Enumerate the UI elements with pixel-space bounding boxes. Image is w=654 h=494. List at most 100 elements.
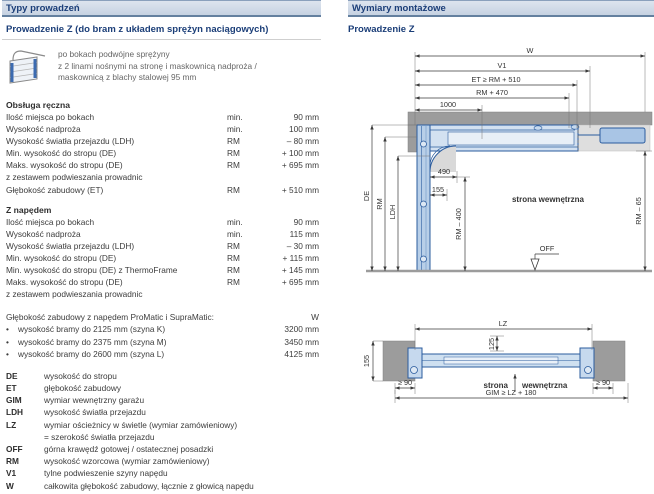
dim-lz-label: LZ xyxy=(499,319,508,328)
legend-key: OFF xyxy=(6,443,23,454)
dim-90-left-label: ≥ 90 xyxy=(398,378,412,387)
dim-155-label: 155 xyxy=(362,355,371,367)
depth-item-value: 3200 mm xyxy=(284,324,319,335)
dim-155-label: 155 xyxy=(432,185,444,194)
spec-qualifier: RM xyxy=(227,148,240,159)
spec-row: Głębokość zabudowy (ET)RM+ 510 mm xyxy=(2,184,321,196)
depth-item-value: 4125 mm xyxy=(284,348,319,359)
dim-125-label: 125 xyxy=(487,338,496,350)
spec-qualifier: RM xyxy=(227,160,240,171)
legend-desc: wymiar wewnętrzny garażu xyxy=(44,395,145,406)
plan-view-drawing: LZ 125 155 ≥ 90 ≥ 90 GIM ≥ LZ + 180 stro… xyxy=(362,319,629,403)
off-floor-symbol: OFF xyxy=(530,244,559,272)
door-panel xyxy=(416,124,431,272)
side-view-drawing: W V1 ET ≥ RM + 510 RM + 470 1000 490 155… xyxy=(362,46,653,273)
spec-qualifier: RM xyxy=(227,277,240,288)
legend-desc: wysokość światła przejazdu xyxy=(44,407,146,418)
spec-qualifier: min. xyxy=(227,112,243,122)
spec-label: Min. wysokość do stropu (DE) xyxy=(6,148,117,159)
legend-desc: wysokość wzorcowa (wymiar zamówieniowy) xyxy=(44,456,210,467)
intro-block: po bokach podwójne sprężyny z 2 linami n… xyxy=(6,47,321,92)
spec-label: Głębokość zabudowy (ET) xyxy=(6,184,104,195)
spec-qualifier: RM xyxy=(227,252,240,263)
legend-key: GIM xyxy=(6,395,22,406)
manual-section: Obsługa ręczna Ilość miejsca po bokach mi… xyxy=(2,100,321,196)
legend-desc: głębokość zabudowy xyxy=(44,382,122,393)
dim-rm470-label: RM + 470 xyxy=(476,88,508,97)
horizontal-track xyxy=(416,124,580,152)
intro-line: po bokach podwójne sprężyny xyxy=(58,49,170,59)
spec-label: z zestawem podwieszania prowadnic xyxy=(6,289,143,300)
legend-desc: = szerokość światła przejazdu xyxy=(44,431,155,442)
ceiling xyxy=(407,111,653,153)
intro-text: po bokach podwójne sprężyny z 2 linami n… xyxy=(58,47,257,92)
off-label: OFF xyxy=(540,244,555,253)
dim-490-label: 490 xyxy=(438,167,450,176)
bullet-icon: • xyxy=(6,348,9,359)
dim-v1-label: V1 xyxy=(498,61,507,70)
door-frame-jambs xyxy=(407,347,595,379)
spec-qualifier: min. xyxy=(227,124,243,135)
operator-rail-area xyxy=(577,124,651,152)
spec-label: Min. wysokość do stropu (DE) xyxy=(6,252,117,263)
spec-qualifier: RM xyxy=(227,136,240,147)
spec-row: Maks. wysokość do stropu (DE)RM+ 695 mm xyxy=(2,159,321,171)
legend-desc: wysokość do stropu xyxy=(44,370,117,381)
legend-entry: GIM wymiar wewnętrzny garażu xyxy=(2,394,321,406)
dim-rm400-label: RM – 400 xyxy=(454,208,463,240)
spec-value: 115 mm xyxy=(289,228,319,239)
dim-w-label: W xyxy=(527,46,534,55)
garage-door-track-icon xyxy=(6,47,48,92)
spec-value: + 115 mm xyxy=(282,252,319,263)
spec-row: Maks. wysokość do stropu (DE)RM+ 695 mm xyxy=(2,276,321,288)
section-title: Obsługa ręczna xyxy=(6,100,70,110)
legend-key: W xyxy=(6,480,14,491)
spec-label: z zestawem podwieszania prowadnic xyxy=(6,172,143,183)
inner-side-label-left: strona xyxy=(484,381,509,390)
spec-label: Ilość miejsca po bokach xyxy=(6,112,95,122)
depth-item: • wysokość bramy do 2375 mm (szyna M) 3450… xyxy=(2,336,321,348)
right-column: Wymiary montażowe Prowadzenie Z xyxy=(348,0,654,403)
bullet-icon: • xyxy=(6,336,9,347)
spec-label: Wysokość światła przejazdu (LDH) xyxy=(6,136,135,147)
intro-line: maskownicą z blachy stalowej 95 mm xyxy=(58,72,197,82)
spec-label: Wysokość nadproża xyxy=(6,228,81,239)
depth-item-label: wysokość bramy do 2375 mm (szyna M) xyxy=(18,336,167,347)
spec-label: Wysokość nadproża xyxy=(6,124,81,135)
legend-key: RM xyxy=(6,456,19,467)
legend-desc: całkowita głębokość zabudowy, łącznie z … xyxy=(44,480,254,491)
legend-desc: tylne podwieszenie szyny napędu xyxy=(44,468,168,479)
section-header-bar: Wymiary montażowe xyxy=(348,0,654,17)
legend-key xyxy=(6,431,44,443)
dim-gim-label: GIM ≥ LZ + 180 xyxy=(486,388,537,397)
spec-row: Min. wysokość do stropu (DE) z ThermoFra… xyxy=(2,264,321,276)
depth-item-value: 3450 mm xyxy=(284,336,319,347)
section-header-title: Wymiary montażowe xyxy=(352,3,446,14)
spec-value: – 80 mm xyxy=(286,136,319,147)
spec-row: Min. wysokość do stropu (DE) RM + 115 mm xyxy=(2,252,321,264)
dim-rm-label: RM xyxy=(375,198,384,209)
spec-label: Min. wysokość do stropu (DE) z ThermoFra… xyxy=(6,265,178,276)
spec-qualifier: min. xyxy=(227,216,243,227)
dimension-labels: W V1 ET ≥ RM + 510 RM + 470 1000 490 155… xyxy=(362,46,643,240)
door-panel-plan xyxy=(421,353,581,368)
left-column: Typy prowadzeń Prowadzenie Z (do bram z … xyxy=(2,0,321,492)
spec-value: + 510 mm xyxy=(281,184,319,195)
dim-1000-label: 1000 xyxy=(440,100,456,109)
left-subheader: Prowadzenie Z (do bram z układem sprężyn… xyxy=(6,24,269,35)
spec-label: Ilość miejsca po bokach xyxy=(6,216,95,227)
